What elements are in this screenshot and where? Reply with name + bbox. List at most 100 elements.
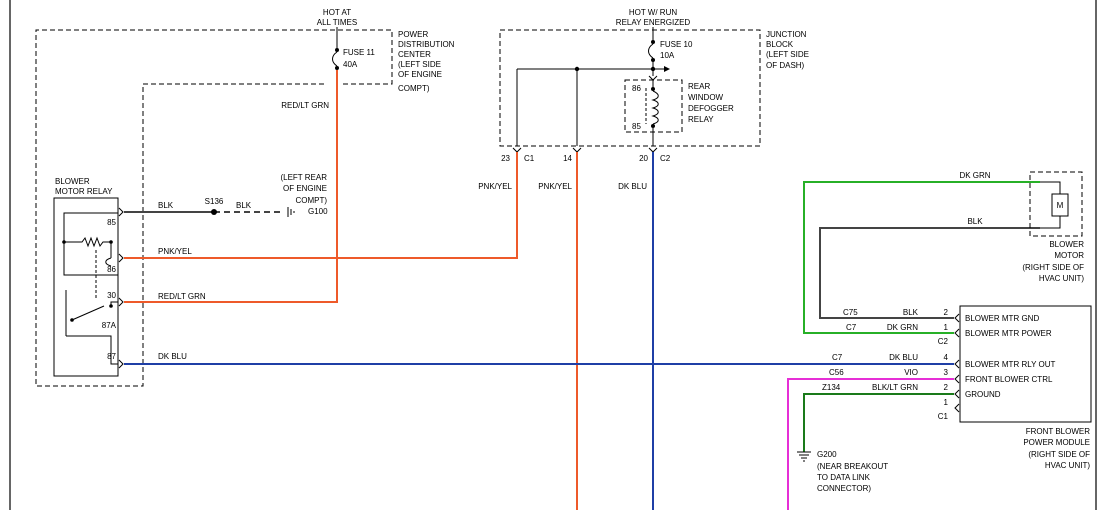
- wire-label-dk-grn-motor: DK GRN: [959, 171, 990, 180]
- relay-pin-86: 86: [107, 265, 116, 274]
- front-blower-power-module: C75 BLK 2 BLOWER MTR GND C7 DK GRN 1 BLO…: [822, 305, 1092, 470]
- module-conn-z134: Z134: [822, 383, 841, 392]
- jb-name-line-1: JUNCTION: [766, 30, 807, 39]
- g100-location-3: COMPT): [295, 196, 327, 205]
- module-label-front-blower-ctrl: FRONT BLOWER CTRL: [965, 375, 1053, 384]
- relay-pin-30-connector: [118, 297, 124, 307]
- blower-motor-name-2: MOTOR: [1054, 251, 1084, 260]
- pdc-name-line-3: CENTER: [398, 50, 431, 59]
- diagram-frame: [9, 0, 1097, 510]
- jb-hot-label-2: RELAY ENERGIZED: [616, 18, 691, 27]
- relay-pin-87: 87: [107, 352, 116, 361]
- jb-pin-23-connector: [512, 147, 522, 153]
- wire-label-pnk-yel-jb-14: PNK/YEL: [538, 182, 572, 191]
- module-box: [959, 305, 1092, 423]
- ground-g100-label: G100: [308, 207, 328, 216]
- module-wire-vio: VIO: [904, 368, 918, 377]
- fuse-11-top-terminal: [335, 48, 339, 52]
- fuse-10-bottom-terminal: [651, 58, 655, 62]
- module-conn-c7-rly: C7: [832, 353, 843, 362]
- pdc-name-line-5: OF ENGINE: [398, 70, 442, 79]
- module-pin-2-ground-connector: [954, 389, 960, 399]
- module-pin-4-rly-out: 4: [944, 353, 949, 362]
- module-pin-1-unused-connector: [954, 403, 960, 413]
- module-pin-3-connector: [954, 374, 960, 384]
- power-distribution-center: HOT AT ALL TIMES FUSE 11 40A POWER DISTR…: [35, 8, 455, 387]
- blower-motor-name-4: HVAC UNIT): [1039, 274, 1085, 283]
- blower-relay-name-2: MOTOR RELAY: [55, 187, 113, 196]
- defogger-relay-line-4: RELAY: [688, 115, 714, 124]
- ground-g200-symbol: [797, 451, 811, 462]
- defogger-relay-line-2: WINDOW: [688, 93, 724, 102]
- jb-name-line-4: OF DASH): [766, 61, 805, 70]
- ground-g200: G200 (NEAR BREAKOUT TO DATA LINK CONNECT…: [797, 450, 888, 493]
- module-pin-3-ctrl: 3: [944, 368, 949, 377]
- module-label-ground: GROUND: [965, 390, 1001, 399]
- blower-relay-box: [53, 197, 119, 377]
- blower-motor-symbol: M: [1057, 201, 1064, 210]
- g100-location-1: (LEFT REAR: [280, 173, 327, 182]
- module-pin-1-power: 1: [944, 323, 949, 332]
- blower-motor-outline: [1029, 171, 1083, 237]
- blower-relay-name-1: BLOWER: [55, 177, 90, 186]
- wire-blk-lt-grn-ground: [803, 393, 954, 452]
- jb-hot-label-1: HOT W/ RUN: [629, 8, 678, 17]
- wire-label-blk-relay: BLK: [158, 201, 174, 210]
- defogger-relay-coil: [651, 90, 659, 125]
- jb-name-line-2: BLOCK: [766, 40, 794, 49]
- relay-junction-dot-left: [62, 240, 66, 244]
- fuse-11-bottom-terminal: [335, 66, 339, 70]
- g200-location-2: TO DATA LINK: [817, 473, 871, 482]
- relay-pin-85-connector: [118, 207, 124, 217]
- wire-label-pnk-yel-jb-23: PNK/YEL: [478, 182, 512, 191]
- defogger-relay-line-3: DEFOGGER: [688, 104, 734, 113]
- pdc-outline: [35, 29, 393, 387]
- defogger-relay-connector-top: [648, 75, 658, 81]
- pdc-name-line-2: DISTRIBUTION: [398, 40, 455, 49]
- fuse-10-symbol: [648, 43, 654, 59]
- module-pin-2-ground: 2: [944, 383, 949, 392]
- blower-motor-symbol-box: [1051, 193, 1069, 217]
- fuse-10-top-terminal: [651, 40, 655, 44]
- relay-pin-85: 85: [107, 218, 116, 227]
- jb-pin-20-connector: [648, 147, 658, 153]
- splice-s136-label: S136: [205, 197, 224, 206]
- wire-vio-front-blower-ctrl: [787, 378, 954, 510]
- wire-red-lt-grn-relay-30: [124, 70, 338, 303]
- module-pin-2-gnd: 2: [944, 308, 949, 317]
- fuse-10-name: FUSE 10: [660, 40, 693, 49]
- g100-location-2: OF ENGINE: [283, 184, 327, 193]
- relay-coil-symbol: [105, 257, 112, 267]
- module-c1-label: C1: [938, 412, 949, 421]
- module-c2-label: C2: [938, 337, 949, 346]
- module-wire-dk-blu: DK BLU: [889, 353, 918, 362]
- defogger-relay-pin-85: 85: [632, 122, 641, 131]
- module-label-blower-mtr-gnd: BLOWER MTR GND: [965, 314, 1039, 323]
- wire-label-dk-blu-relay: DK BLU: [158, 352, 187, 361]
- module-pin-2-connector: [954, 313, 960, 323]
- fuse-11-name: FUSE 11: [343, 48, 375, 57]
- splice-s136-dot: [211, 209, 217, 215]
- module-wire-blk-lt-grn: BLK/LT GRN: [872, 383, 918, 392]
- wire-label-red-lt-grn-relay: RED/LT GRN: [158, 292, 206, 301]
- module-pin-1-unused: 1: [944, 398, 949, 407]
- module-conn-c7-power: C7: [846, 323, 857, 332]
- module-label-blower-mtr-power: BLOWER MTR POWER: [965, 329, 1052, 338]
- relay-pin-30: 30: [107, 291, 116, 300]
- relay-switch-pivot: [70, 318, 74, 322]
- relay-internal-resistor: [64, 236, 112, 258]
- pdc-name-line-4: (LEFT SIDE: [398, 60, 441, 69]
- jb-name-line-3: (LEFT SIDE: [766, 50, 809, 59]
- module-conn-c75: C75: [843, 308, 858, 317]
- ground-g100-symbol: [287, 207, 295, 217]
- pdc-name-line-6: COMPT): [398, 84, 430, 93]
- relay-junction-dot-right: [109, 240, 113, 244]
- relay-pin-87-connector: [118, 359, 124, 369]
- wire-blk-motor-ground: [819, 227, 1040, 319]
- pdc-output-wire-label: RED/LT GRN: [281, 101, 329, 110]
- module-name-1: FRONT BLOWER: [1026, 427, 1091, 436]
- blower-motor-leads: [1040, 181, 1061, 229]
- module-name-2: POWER MODULE: [1023, 438, 1090, 447]
- fuse-11-rating: 40A: [343, 60, 358, 69]
